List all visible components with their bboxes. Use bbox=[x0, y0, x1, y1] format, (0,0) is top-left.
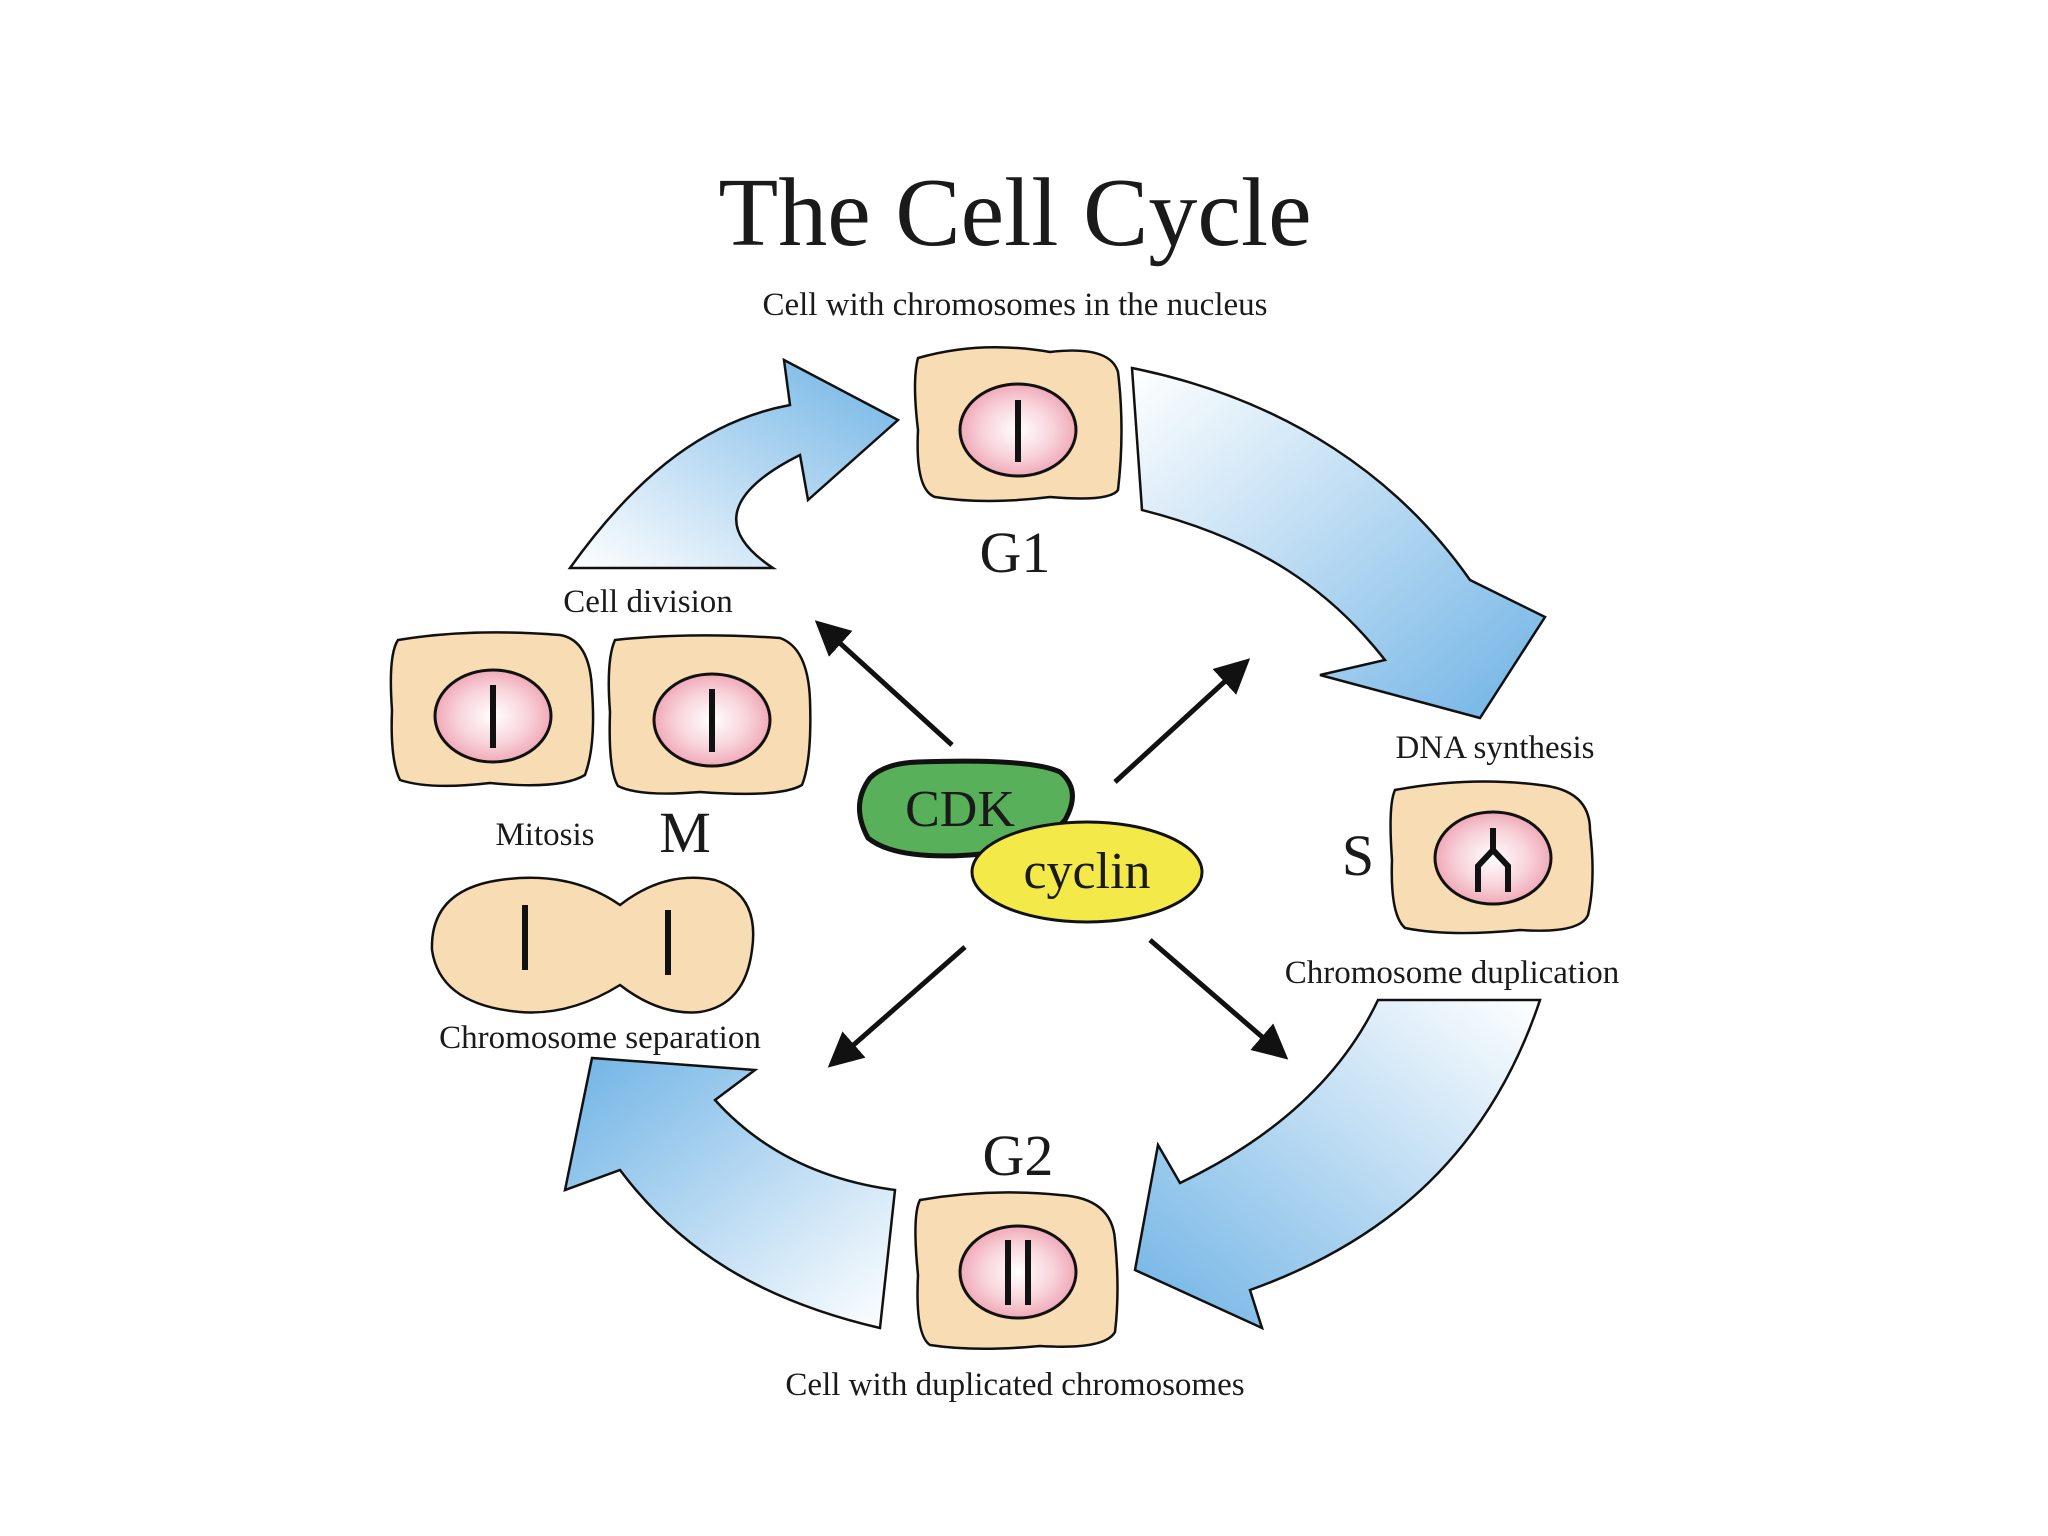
s-phase-label: S bbox=[1342, 823, 1374, 888]
g2-cell bbox=[914, 1191, 1119, 1351]
regulation-arrow-to-m bbox=[814, 620, 954, 747]
g2-phase-label: G2 bbox=[983, 1123, 1054, 1188]
s-caption-bottom: Chromosome duplication bbox=[1285, 955, 1620, 991]
cdk-label: CDK bbox=[905, 781, 1015, 838]
arrow-g2-to-m bbox=[563, 1056, 897, 1330]
daughter-cell-right bbox=[607, 634, 812, 796]
cdk-cyclin-complex: CDK cyclin bbox=[857, 758, 1204, 924]
g2-nucleus bbox=[958, 1224, 1078, 1320]
m-mitosis-label: Mitosis bbox=[495, 817, 594, 853]
cyclin-shape bbox=[970, 820, 1204, 924]
regulation-arrow-to-s bbox=[1113, 658, 1251, 784]
cyclin-label: cyclin bbox=[1023, 843, 1150, 900]
m-caption-top: Cell division bbox=[563, 584, 733, 620]
dividing-cell bbox=[430, 876, 755, 1014]
s-caption-top: DNA synthesis bbox=[1396, 730, 1595, 766]
s-replicating-chromosome bbox=[1475, 828, 1511, 892]
g1-caption: Cell with chromosomes in the nucleus bbox=[762, 287, 1267, 323]
arrow-s-to-g2 bbox=[1133, 998, 1542, 1331]
m-caption-bottom: Chromosome separation bbox=[439, 1020, 761, 1056]
s-nucleus bbox=[1433, 810, 1553, 906]
s-cell bbox=[1389, 780, 1594, 935]
arrow-m-to-g1 bbox=[567, 357, 901, 570]
g1-cell bbox=[913, 345, 1123, 503]
arrow-g1-to-s bbox=[1130, 366, 1547, 720]
g2-caption: Cell with duplicated chromosomes bbox=[785, 1367, 1244, 1403]
daughter-cell-left bbox=[389, 631, 595, 788]
regulation-arrow-to-g2 bbox=[1148, 938, 1289, 1060]
diagram-title: The Cell Cycle bbox=[718, 159, 1311, 267]
m-phase-label: M bbox=[659, 800, 711, 865]
g1-phase-label: G1 bbox=[980, 520, 1051, 585]
regulation-arrow-to-sep bbox=[827, 945, 967, 1068]
